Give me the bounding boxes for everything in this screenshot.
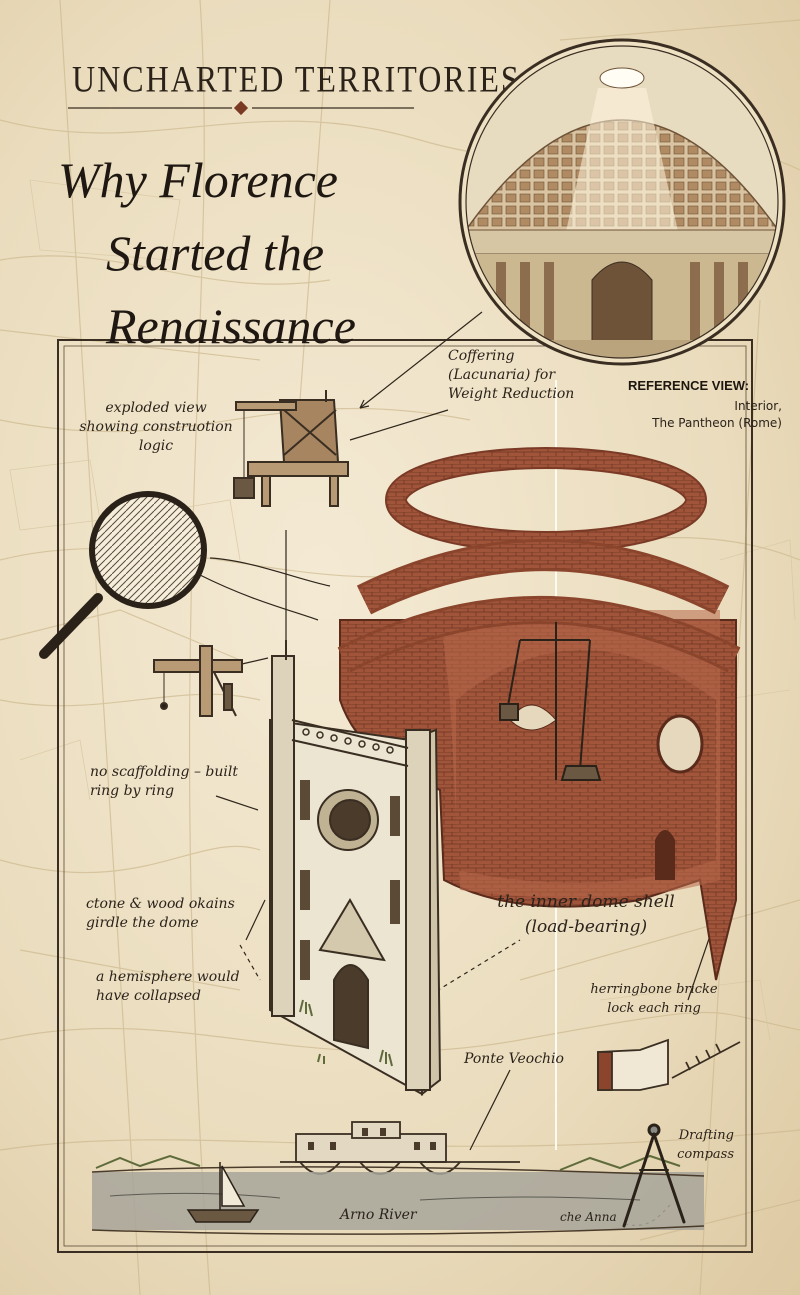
brick-dome-cutaway	[337, 447, 741, 981]
reference-line-2: The Pantheon (Rome)	[652, 416, 782, 430]
annotation-ponte-vecchio: Ponte Veochio	[464, 1051, 564, 1067]
annotation-inner-dome-shell: the inner dome shell (load-bearing)	[497, 892, 675, 937]
cathedral-facade-illustration	[269, 640, 442, 1096]
annotation-exploded-view: exploded view showing construotion logic	[79, 400, 233, 454]
wooden-crane-illustration	[233, 390, 349, 507]
page-title-line-3: Renaissance	[106, 298, 356, 354]
pantheon-reference-medallion	[458, 38, 786, 366]
page-title-line-2: Started the	[106, 225, 325, 281]
sailboat-icon	[186, 1162, 260, 1223]
series-title: UNCHARTED TERRITORIES	[72, 58, 521, 100]
annotation-hemisphere: a hemisphere would have collapsed	[96, 969, 240, 1004]
annotation-herringbone: herringbone bricke lock each ring	[590, 982, 718, 1016]
arno-river-illustration	[91, 1154, 705, 1235]
reference-view-label: REFERENCE VIEW:	[628, 378, 750, 393]
reference-line-1: Interior,	[734, 399, 782, 413]
herringbone-brick-fragment	[597, 1038, 741, 1091]
annotation-river-secondary: che Anna	[560, 1210, 617, 1224]
drafting-compass-icon	[622, 1123, 686, 1228]
annotation-chains: ctone & wood okains girdle the dome	[86, 896, 235, 931]
annotation-drafting-compass: Drafting compass	[677, 1128, 734, 1162]
annotation-no-scaffolding: no scaffolding – built ring by ring	[90, 764, 238, 799]
hoist-illustration	[153, 645, 243, 717]
annotation-coffering: Coffering (Lacunaria) for Weight Reducti…	[448, 348, 575, 402]
magnifying-glass-icon	[39, 491, 207, 659]
annotation-arno-river: Arno River	[340, 1207, 417, 1223]
reference-view-place: Interior, The Pantheon (Rome)	[630, 398, 782, 432]
page-title-line-1: Why Florence	[58, 152, 338, 208]
